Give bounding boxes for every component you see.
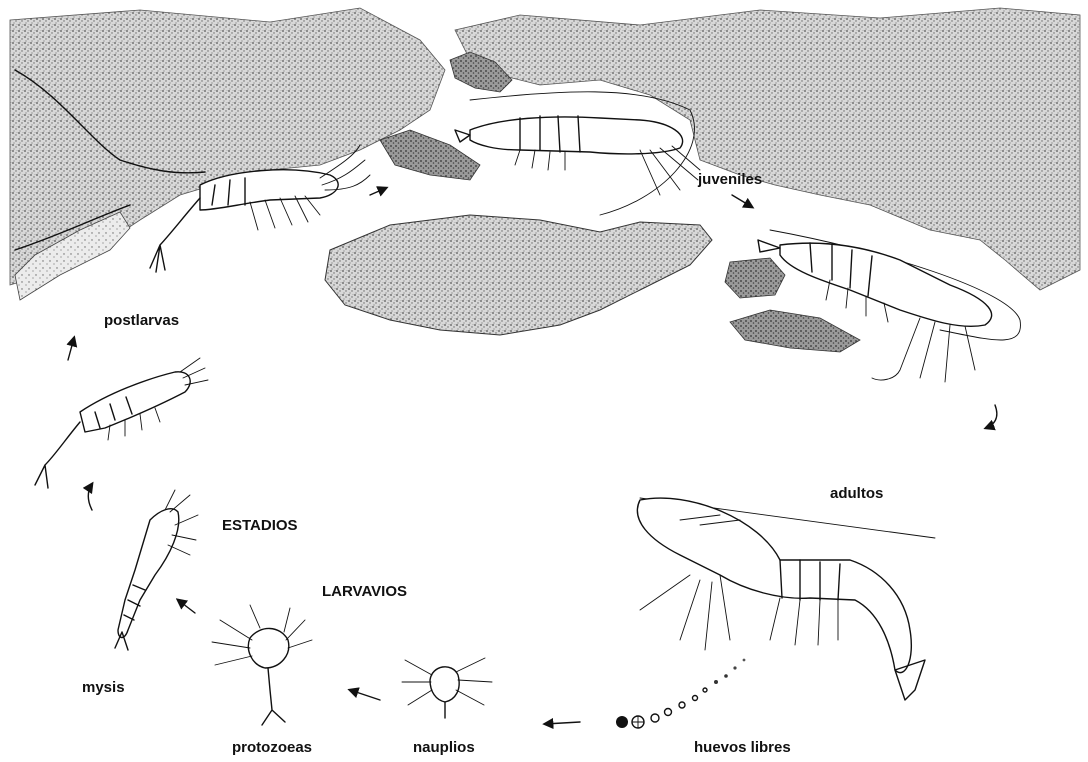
arrow-mysis-to-postlarva [88, 484, 92, 510]
mysis-larva [115, 490, 198, 650]
arrow-protozoea-to-mysis [178, 600, 195, 613]
label-adultos: adultos [830, 485, 883, 502]
protozoea-larva [212, 605, 312, 725]
juvenile-path-line [470, 92, 694, 215]
island-dark-4 [730, 310, 860, 352]
label-mysis: mysis [82, 679, 125, 696]
arrow-nauplius-to-protozoea [350, 690, 380, 700]
island-dark-3 [725, 258, 785, 298]
nauplius-larva [402, 658, 492, 718]
arrow-postlarva-up [68, 338, 74, 360]
label-postlarvas: postlarvas [104, 312, 179, 329]
label-larvavios: LARVAVIOS [322, 583, 407, 600]
arrow-juveniles-out [732, 195, 752, 207]
island-dark-2 [380, 130, 480, 180]
arrow-to-adults [986, 405, 997, 428]
central-island [325, 215, 712, 335]
arrow-eggs-to-nauplius [545, 722, 580, 724]
label-huevos-libres: huevos libres [694, 739, 791, 756]
label-juveniles: juveniles [697, 171, 762, 188]
label-estadios: ESTADIOS [222, 517, 298, 534]
label-protozoeas: protozoeas [232, 739, 312, 756]
label-nauplios: nauplios [413, 739, 475, 756]
postlarva-left-shrimp [35, 358, 208, 488]
free-eggs [616, 659, 745, 728]
adult-shrimp [637, 498, 925, 700]
juvenile-shrimp-right [758, 240, 992, 382]
arrow-postlarva-to-estuary [370, 188, 386, 195]
